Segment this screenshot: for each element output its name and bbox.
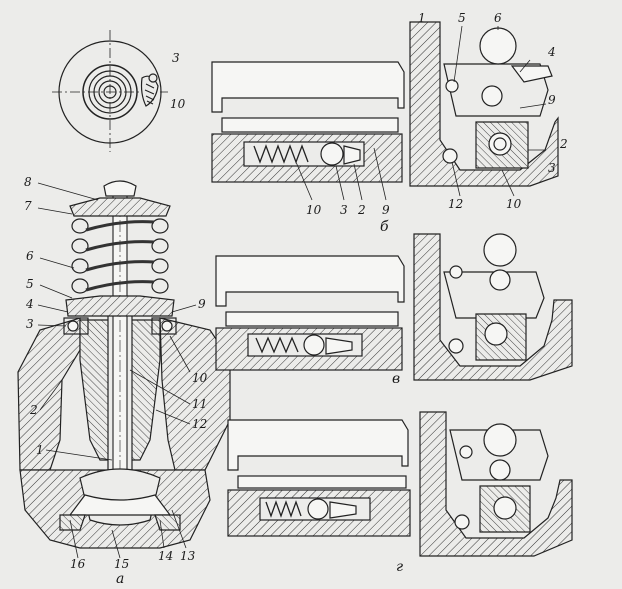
top-view bbox=[52, 30, 168, 152]
callout-d-10: 10 bbox=[506, 197, 522, 211]
callout-d-3: 3 bbox=[548, 161, 556, 175]
callout-d-9: 9 bbox=[548, 93, 556, 107]
callout-3: 3 bbox=[26, 317, 34, 331]
callout-1: 1 bbox=[36, 443, 44, 457]
callout-13: 13 bbox=[180, 549, 196, 563]
panel-label-v: в bbox=[392, 371, 401, 387]
callout-d-2: 2 bbox=[560, 137, 568, 151]
detail-sections bbox=[409, 21, 573, 557]
main-section bbox=[17, 180, 231, 559]
callout-12: 12 bbox=[192, 417, 208, 431]
panel-label-b: б bbox=[380, 219, 389, 235]
callout-5: 5 bbox=[26, 277, 34, 291]
callout-b-10: 10 bbox=[306, 203, 322, 217]
panel-label-g: г bbox=[396, 559, 404, 575]
panel-label-a: а bbox=[116, 571, 125, 587]
callout-d-12: 12 bbox=[448, 197, 464, 211]
callout-2: 2 bbox=[30, 403, 38, 417]
callout-4: 4 bbox=[26, 297, 34, 311]
callout-16: 16 bbox=[70, 557, 86, 571]
callout-11: 11 bbox=[192, 397, 208, 411]
callout-b-3: 3 bbox=[340, 203, 348, 217]
callout-9: 9 bbox=[198, 297, 206, 311]
callout-d-1: 1 bbox=[418, 11, 426, 25]
piston-panels bbox=[211, 61, 411, 537]
callout-3-topview: 3 bbox=[172, 51, 180, 65]
callout-b-2: 2 bbox=[358, 203, 366, 217]
callout-14: 14 bbox=[158, 549, 174, 563]
callout-d-4: 4 bbox=[548, 45, 556, 59]
callout-d-5: 5 bbox=[458, 11, 466, 25]
callout-10-topview: 10 bbox=[170, 97, 186, 111]
callout-d-6: 6 bbox=[494, 11, 502, 25]
callout-6: 6 bbox=[26, 249, 34, 263]
callout-15: 15 bbox=[114, 557, 130, 571]
callout-b-9: 9 bbox=[382, 203, 390, 217]
callout-8: 8 bbox=[24, 175, 32, 189]
callout-10: 10 bbox=[192, 371, 208, 385]
callout-7: 7 bbox=[24, 199, 32, 213]
